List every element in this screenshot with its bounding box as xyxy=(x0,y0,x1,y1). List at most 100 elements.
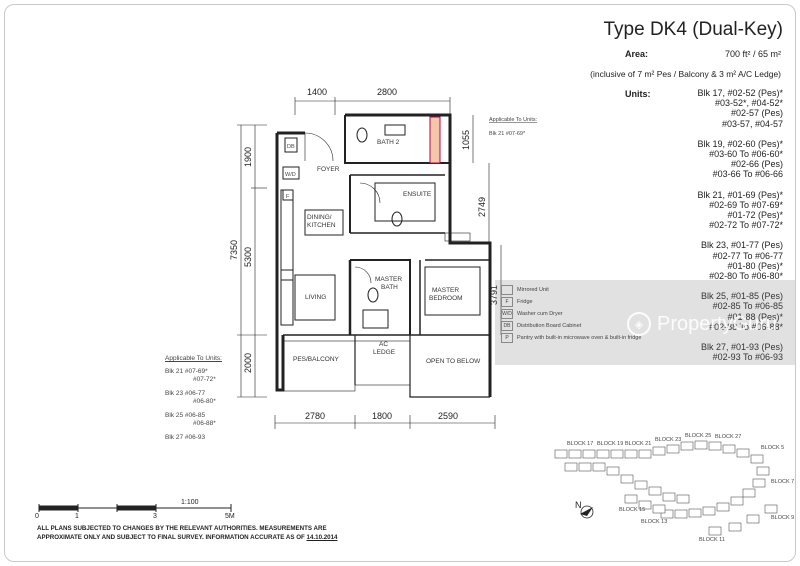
site-block-5: BLOCK 5 xyxy=(761,445,784,451)
unit-line: #02-77 To #06-77 xyxy=(712,250,783,261)
unit-type-title: Type DK4 (Dual-Key) xyxy=(603,19,783,40)
dim-bottom-1800: 1800 xyxy=(372,411,392,421)
scale-bar xyxy=(38,504,232,512)
site-key-plan xyxy=(554,440,778,536)
applicable-top-line: Blk 21 #07-69* xyxy=(489,131,526,137)
area-note: (inclusive of 7 m² Pes / Balcony & 3 m² … xyxy=(590,69,781,79)
unit-line: Blk 25, #01-85 (Pes) xyxy=(700,291,783,302)
disclaimer: ALL PLANS SUBJECTED TO CHANGES BY THE RE… xyxy=(37,524,477,542)
units-group: Blk 19, #02-60 (Pes)*#03-60 To #06-60*#0… xyxy=(583,139,783,180)
disclaimer-date: 14.10.2014 xyxy=(306,534,338,541)
disclaimer-line-2: APPROXIMATE ONLY AND SUBJECT TO FINAL SU… xyxy=(37,534,305,541)
room-master-bath-1: MASTER xyxy=(375,276,402,283)
applicable-top-heading: Applicable To Units: xyxy=(489,117,538,123)
site-block-21: BLOCK 21 xyxy=(625,441,651,447)
room-living: LIVING xyxy=(305,294,326,301)
dim-bottom-2590: 2590 xyxy=(438,411,458,421)
legend-symbol: DB xyxy=(501,321,513,331)
unit-line: #03-57, #04-57 xyxy=(721,118,783,129)
north-arrow-icon xyxy=(580,505,594,519)
site-block-15: BLOCK 15 xyxy=(619,507,645,513)
room-foyer: FOYER xyxy=(317,166,340,173)
room-master-bedroom-2: BEDROOM xyxy=(429,295,463,302)
dim-left-1900: 1900 xyxy=(243,147,253,167)
scale-tick-5: 5M xyxy=(225,513,235,520)
room-master-bath-2: BATH xyxy=(381,284,398,291)
dim-left-5300: 5300 xyxy=(243,247,253,267)
room-ensuite: ENSUITE xyxy=(403,191,432,198)
dim-left-7350: 7350 xyxy=(229,240,239,260)
room-kitchen: KITCHEN xyxy=(307,222,336,229)
unit-line: #03-60 To #06-60* xyxy=(709,149,783,160)
legend-symbol: P xyxy=(501,333,513,343)
room-open-to-below: OPEN TO BELOW xyxy=(426,358,481,365)
unit-line: #01-72 (Pes)* xyxy=(727,210,783,221)
legend-item: F Fridge xyxy=(501,296,651,308)
units-group: Blk 25, #01-85 (Pes)#02-85 To #06-85#01-… xyxy=(583,291,783,332)
applicable-units-left: Applicable To Units: Blk 21 #07-69*#07-7… xyxy=(165,355,265,448)
dim-top-1400: 1400 xyxy=(307,87,327,97)
units-group: Blk 27, #01-93 (Pes)#02-93 To #06-93 xyxy=(583,342,783,362)
scale-tick-1: 1 xyxy=(75,513,79,520)
db-cabinet-label: DB xyxy=(287,144,295,150)
room-ac-ledge-2: LEDGE xyxy=(373,349,396,356)
floor-plan-sheet: Type DK4 (Dual-Key) Area: 700 ft² / 65 m… xyxy=(4,4,796,562)
dim-right-2749: 2749 xyxy=(477,197,487,217)
unit-line: #02-88 To #06-88* xyxy=(709,321,783,332)
site-block-7: BLOCK 7 xyxy=(771,479,794,485)
site-block-27: BLOCK 27 xyxy=(715,434,741,440)
unit-line: #02-93 To #06-93 xyxy=(712,352,783,363)
room-dining: DINING/ xyxy=(307,214,332,221)
unit-line: Blk 19, #02-60 (Pes)* xyxy=(697,138,783,149)
site-block-11: BLOCK 11 xyxy=(699,537,725,543)
units-group: Blk 23, #01-77 (Pes)#02-77 To #06-77#01-… xyxy=(583,240,783,281)
area-value: 700 ft² / 65 m² xyxy=(724,49,781,59)
applicable-left-group: Blk 21 #07-69*#07-72* xyxy=(165,368,265,384)
unit-line: #02-72 To #07-72* xyxy=(709,220,783,231)
unit-line: #01-88 (Pes)* xyxy=(727,311,783,322)
dim-top-2800: 2800 xyxy=(377,87,397,97)
applicable-left-line: Blk 25 #06-85 xyxy=(165,412,206,419)
legend-label: Pantry with built-in microwave oven & bu… xyxy=(517,335,642,341)
scale-tick-3: 3 xyxy=(153,513,157,520)
units-group: Blk 21, #01-69 (Pes)*#02-69 To #07-69*#0… xyxy=(583,190,783,231)
north-label: N xyxy=(575,500,582,510)
legend-label: Fridge xyxy=(517,299,533,305)
dim-right-3791: 3791 xyxy=(489,285,499,305)
site-block-25: BLOCK 25 xyxy=(685,433,711,439)
area-label: Area: xyxy=(625,49,649,59)
applicable-left-group: Blk 27 #06-93 xyxy=(165,434,265,442)
applicable-left-line: Blk 27 #06-93 xyxy=(165,434,206,441)
applicable-left-group: Blk 23 #06-77#06-80* xyxy=(165,390,265,406)
applicable-left-line: Blk 21 #07-69* xyxy=(165,368,208,375)
units-group: Blk 17, #02-52 (Pes)*#03-52*, #04-52*#02… xyxy=(583,88,783,129)
applicable-left-line: #06-80* xyxy=(193,398,216,405)
applicable-left-line: Blk 23 #06-77 xyxy=(165,390,206,397)
units-label: Units: xyxy=(625,89,651,99)
site-block-9: BLOCK 9 xyxy=(771,515,794,521)
scale-tick-0: 0 xyxy=(35,513,39,520)
legend-symbol: F xyxy=(501,297,513,307)
site-block-13: BLOCK 13 xyxy=(641,519,667,525)
legend-symbol xyxy=(501,285,513,295)
units-list: Blk 17, #02-52 (Pes)*#03-52*, #04-52*#02… xyxy=(583,88,783,372)
watermark-text: PropertyGuru xyxy=(657,312,778,335)
room-bath2: BATH 2 xyxy=(377,139,400,146)
fridge-label: F xyxy=(286,194,290,200)
legend-label: Mirrored Unit xyxy=(517,287,549,293)
unit-line: #01-80 (Pes)* xyxy=(727,260,783,271)
site-block-19: BLOCK 19 xyxy=(597,441,623,447)
room-pes-balcony: PES/BALCONY xyxy=(293,356,340,363)
unit-line: Blk 23, #01-77 (Pes) xyxy=(700,240,783,251)
site-block-23: BLOCK 23 xyxy=(655,437,681,443)
dim-bottom-2780: 2780 xyxy=(305,411,325,421)
unit-line: #02-57 (Pes) xyxy=(730,108,783,119)
applicable-left-group: Blk 25 #06-85#06-88* xyxy=(165,412,265,428)
unit-line: #02-85 To #06-85 xyxy=(712,301,783,312)
site-block-17: BLOCK 17 xyxy=(567,441,593,447)
scale-ratio: 1:100 xyxy=(181,499,199,506)
legend-label: Washer cum Dryer xyxy=(517,311,563,317)
